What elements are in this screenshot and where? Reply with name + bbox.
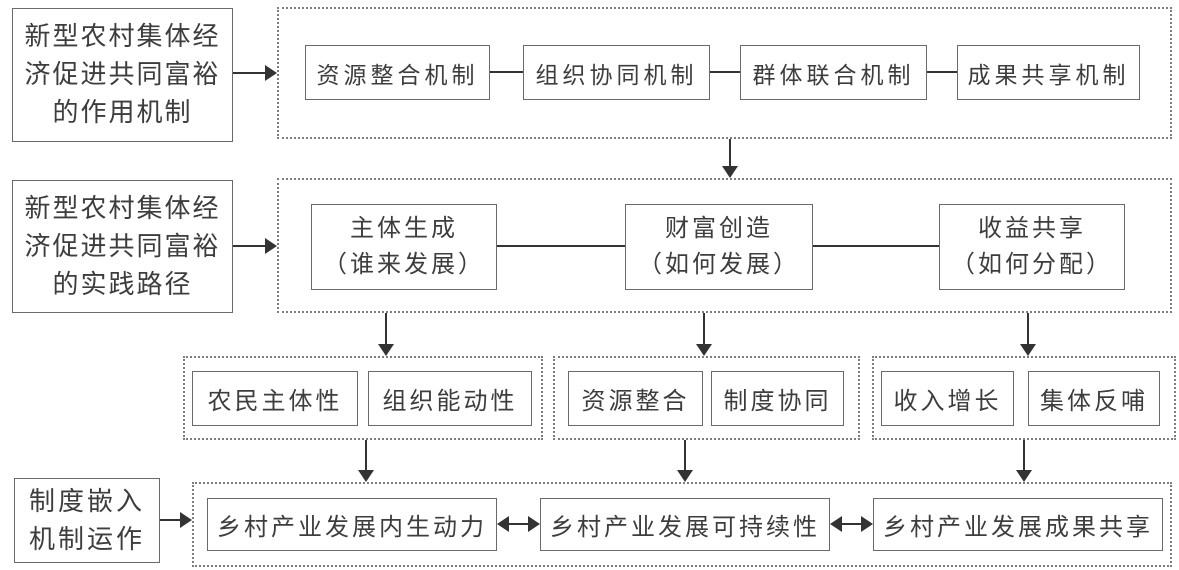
connector-line [490,71,523,73]
arrow-down-icon [358,470,374,482]
arrow-shaft [233,245,266,247]
factor-box-institutional-synergy: 制度协同 [711,371,844,426]
mechanism-box-organization: 组织协同机制 [523,45,710,100]
connector-line [497,245,625,247]
arrow-factors-to-outcome-2 [677,440,693,482]
path-box-text: 收益共享 （如何分配） [951,211,1113,283]
arrow-shaft [703,313,705,345]
factor-box-farmer-subjectivity: 农民主体性 [192,371,358,426]
label-box-institution-embedding: 制度嵌入 机制运作 [14,478,160,563]
arrow-right-icon [265,65,277,81]
path-box-title: 主体生成 [350,216,458,242]
arrow-shaft [365,440,367,471]
arrow-down-icon [1020,344,1036,356]
factor-box-organizational-agency: 组织能动性 [368,371,532,426]
arrow-outcome-2-3 [830,516,873,532]
arrow-down-icon [696,344,712,356]
path-box-text: 财富创造 （如何发展） [638,211,800,283]
arrow-shaft [160,519,181,521]
path-box-wealth: 财富创造 （如何发展） [625,204,813,290]
path-box-title: 收益共享 [978,216,1086,242]
connector-line [710,71,740,73]
path-box-subtitle: （谁来发展） [323,252,485,278]
arrow-path-to-factors-3 [1020,313,1036,356]
arrow-down-icon [378,344,394,356]
arrow-mechanism-to-path [722,139,738,178]
factor-group-3 [872,356,1176,440]
path-box-text: 主体生成 （谁来发展） [323,211,485,283]
arrow-shaft [233,72,266,74]
path-container [277,178,1172,313]
arrow-left-icon [830,516,842,532]
arrow-down-icon [722,166,738,178]
factor-box-collective-feedback: 集体反哺 [1028,371,1160,426]
arrow-path-label-to-container [233,238,277,254]
arrow-right-icon [265,238,277,254]
path-box-subject: 主体生成 （谁来发展） [311,204,497,290]
outcome-box-sustainability: 乡村产业发展可持续性 [540,498,830,551]
arrow-mechanism-label-to-container [233,65,277,81]
arrow-shaft [509,523,528,525]
arrow-factors-to-outcome-1 [358,440,374,482]
arrow-right-icon [180,512,192,528]
arrow-down-icon [1016,470,1032,482]
arrow-shaft [729,139,731,167]
path-box-subtitle: （如何发展） [638,252,800,278]
label-box-action-mechanism: 新型农村集体经 济促进共同富裕 的作用机制 [12,8,233,142]
mechanism-container [277,7,1172,139]
path-box-income: 收益共享 （如何分配） [939,204,1125,290]
arrow-right-icon [861,516,873,532]
path-box-subtitle: （如何分配） [951,252,1113,278]
factor-box-resource-integration: 资源整合 [568,371,703,426]
connector-line [927,71,957,73]
arrow-right-icon [528,516,540,532]
mechanism-box-resource: 资源整合机制 [305,45,490,100]
arrow-factors-to-outcome-3 [1016,440,1032,482]
arrow-path-to-factors-1 [378,313,394,356]
arrow-shaft [385,313,387,345]
arrow-shaft [684,440,686,471]
arrow-outcome-1-2 [497,516,540,532]
arrow-down-icon [677,470,693,482]
arrow-path-to-factors-2 [696,313,712,356]
arrow-shaft [1027,313,1029,345]
mechanism-box-achievement: 成果共享机制 [957,45,1140,100]
factor-group-1 [183,356,543,440]
outcome-box-endogenous-power: 乡村产业发展内生动力 [207,498,497,551]
factor-box-income-growth: 收入增长 [881,371,1014,426]
connector-line [813,245,939,247]
arrow-institution-to-outcome [160,512,192,528]
arrow-shaft [842,523,861,525]
arrow-shaft [1023,440,1025,471]
outcome-container [192,482,1172,567]
label-box-practice-path: 新型农村集体经 济促进共同富裕 的实践路径 [12,180,233,313]
arrow-left-icon [497,516,509,532]
path-box-title: 财富创造 [665,216,773,242]
mechanism-box-group: 群体联合机制 [740,45,927,100]
factor-group-2 [553,356,860,440]
outcome-box-shared-achievements: 乡村产业发展成果共享 [873,498,1163,551]
